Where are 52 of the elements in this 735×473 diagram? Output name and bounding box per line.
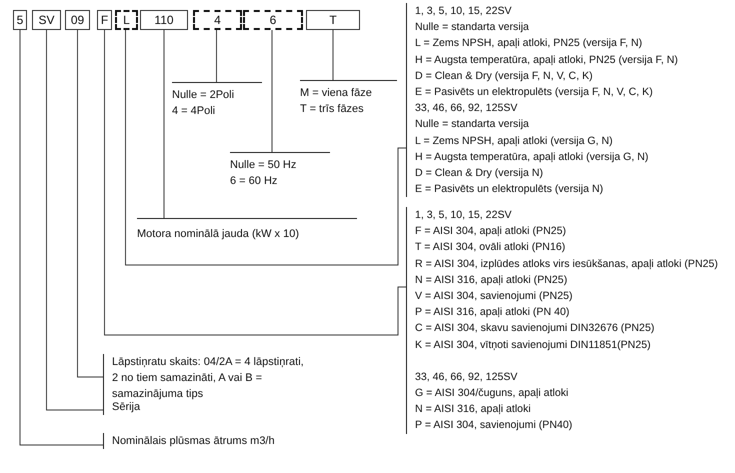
- description-text: G = AISI 304/čuguns, apaļi atloki: [415, 386, 568, 402]
- description-text: E = Pasivēts un elektropulēts (versija N): [415, 182, 604, 198]
- leader-line: [332, 30, 334, 80]
- description-text: 33, 46, 66, 92, 125SV: [415, 101, 518, 116]
- description-text: Nulle = standarta versija: [415, 20, 529, 36]
- leader-line: [46, 30, 104, 410]
- description-text: Lāpstiņratu skaits: 04/2A = 4 lāpstiņrati, 2 no tiem samazināti, A vai B = samazinājuma tips: [112, 355, 305, 402]
- code-box: SV: [32, 10, 61, 30]
- leader-line: [125, 30, 406, 266]
- description-text: Nulle = standarta versija: [415, 117, 529, 132]
- description-text: Nulle = 2Poli: [172, 88, 234, 103]
- description-text: T = trīs fāzes: [300, 102, 364, 117]
- description-text: N = AISI 316, apaļi atloki: [415, 402, 531, 418]
- description-text: P = AISI 304, savienojumi (PN40): [415, 418, 572, 434]
- description-text: Nominālais plūsmas ātrums m3/h: [112, 434, 275, 449]
- code-box: F: [97, 10, 112, 30]
- description-text: Nulle = 50 Hz: [230, 158, 296, 173]
- description-text: 1, 3, 5, 10, 15, 22SV: [415, 208, 512, 223]
- code-box: T: [306, 10, 360, 30]
- description-text: C = AISI 304, skavu savienojumi DIN32676 (PN25): [415, 321, 654, 336]
- description-text: 6 = 60 Hz: [230, 174, 278, 189]
- description-text: D = Clean & Dry (versija F, N, V, C, K): [415, 68, 593, 84]
- description-text: P = AISI 316, apaļi atloki (PN 40): [415, 305, 570, 320]
- code-box: 5: [13, 10, 27, 30]
- description-text: 33, 46, 66, 92, 125SV: [415, 370, 518, 385]
- description-text: F = AISI 304, apaļi atloki (PN25): [415, 224, 566, 240]
- leader-line: [104, 30, 406, 336]
- code-box: 4: [193, 10, 242, 30]
- description-text: Motora nominālā jauda (kW x 10): [137, 227, 300, 242]
- description-text: K = AISI 304, vītņoti savienojumi DIN11851(PN25): [415, 338, 651, 353]
- description-text: H = Augsta temperatūra, apaļi atloki (versija G, N): [415, 150, 648, 165]
- description-text: H = Augsta temperatūra, apaļi atloki, PN25 (versija F, N): [415, 52, 678, 68]
- description-text: 4 = 4Poli: [172, 104, 216, 119]
- leader-line: [20, 30, 104, 446]
- description-text: N = AISI 316, apaļi atloki (PN25): [415, 272, 568, 288]
- description-text: Sērija: [112, 400, 140, 415]
- leader-line: [216, 30, 217, 82]
- description-text: E = Pasivēts un elektropulēts (versija F, N, V, C, K): [415, 85, 653, 100]
- description-text: T = AISI 304, ovāli atloki (PN16): [415, 240, 566, 256]
- code-box: 110: [140, 10, 188, 30]
- leader-line: [77, 30, 104, 378]
- option-key: [137, 218, 357, 242]
- description-text: D = Clean & Dry (versija N): [415, 166, 544, 182]
- code-box: 6: [243, 10, 303, 30]
- code-box: 09: [65, 10, 90, 30]
- description-text: V = AISI 304, savienojumi (PN25): [415, 289, 573, 304]
- description-text: M = viena fāze: [300, 86, 372, 101]
- description-text: L = Zems NPSH, apaļi atloki (versija G, N): [415, 134, 613, 149]
- description-text: 1, 3, 5, 10, 15, 22SV: [415, 4, 512, 19]
- description-text: L = Zems NPSH, apaļi atloki, PN25 (versija F, N): [415, 36, 642, 52]
- description-text: R = AISI 304, izplūdes atloks virs iesūkšanas, apaļi atloki (PN25): [415, 256, 719, 272]
- code-box: L: [115, 10, 138, 30]
